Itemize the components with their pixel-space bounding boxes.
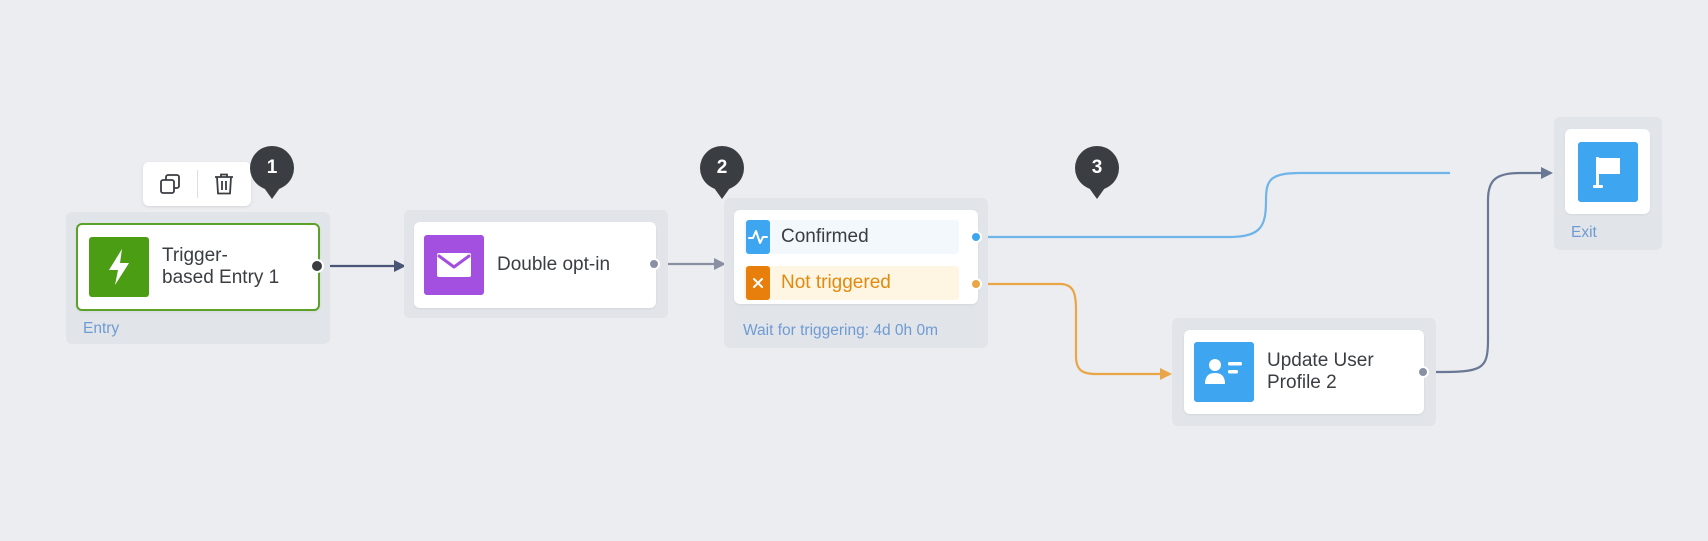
entry-output-port[interactable] [310, 259, 324, 273]
not-triggered-label: Not triggered [781, 272, 891, 293]
close-icon [753, 278, 763, 288]
flag-icon [1592, 156, 1620, 188]
lightning-icon [109, 249, 129, 285]
double-optin-icon-box [424, 235, 484, 295]
user-card-icon [1205, 359, 1242, 384]
connector-update-to-exit [1435, 167, 1553, 374]
exit-icon-box [1577, 141, 1638, 202]
activity-icon [748, 230, 768, 244]
connector-not-triggered-to-update [982, 282, 1172, 380]
branch-not-triggered[interactable]: Not triggered [744, 266, 959, 300]
delete-button[interactable] [197, 162, 251, 206]
not-triggered-icon-box [746, 266, 770, 300]
update-profile-node[interactable]: Update User Profile 2 [1184, 330, 1424, 414]
envelope-icon [437, 253, 471, 277]
exit-caption: Exit [1571, 224, 1597, 241]
node-toolbar [143, 162, 251, 206]
entry-caption: Entry [83, 320, 120, 337]
entry-label-line1: Trigger- [162, 245, 228, 266]
wait-caption: Wait for triggering: 4d 0h 0m [743, 322, 938, 339]
update-profile-icon-box [1194, 342, 1254, 402]
update-label-line2: Profile 2 [1267, 372, 1337, 393]
exit-node[interactable] [1565, 129, 1650, 214]
step-badge-2: 2 [700, 146, 744, 199]
copy-button[interactable] [143, 162, 197, 206]
branch-confirmed[interactable]: Confirmed [744, 220, 959, 254]
confirmed-icon-box [746, 220, 770, 254]
double-optin-node[interactable]: Double opt-in [414, 222, 656, 308]
wait-node[interactable]: Confirmed Not triggered [734, 210, 978, 304]
update-profile-output-port[interactable] [1417, 366, 1429, 378]
not-triggered-output-port[interactable] [970, 278, 982, 290]
step-badge-3: 3 [1075, 146, 1119, 199]
copy-icon [159, 174, 180, 194]
toolbar-divider [196, 170, 198, 198]
step-badge-1: 1 [250, 146, 294, 199]
entry-node[interactable]: Trigger- based Entry 1 [76, 223, 320, 311]
connector-confirmed-to-exit [982, 171, 1450, 239]
double-optin-output-port[interactable] [648, 258, 660, 270]
trash-icon [215, 173, 234, 195]
entry-label-line2: based Entry 1 [162, 267, 280, 288]
confirmed-output-port[interactable] [970, 231, 982, 243]
entry-node-icon [89, 237, 149, 297]
entry-node-label: Trigger- based Entry 1 [162, 245, 279, 289]
update-profile-label: Update User Profile 2 [1267, 350, 1374, 394]
confirmed-label: Confirmed [781, 226, 869, 247]
update-label-line1: Update User [1267, 350, 1374, 371]
double-optin-label: Double opt-in [497, 254, 611, 275]
